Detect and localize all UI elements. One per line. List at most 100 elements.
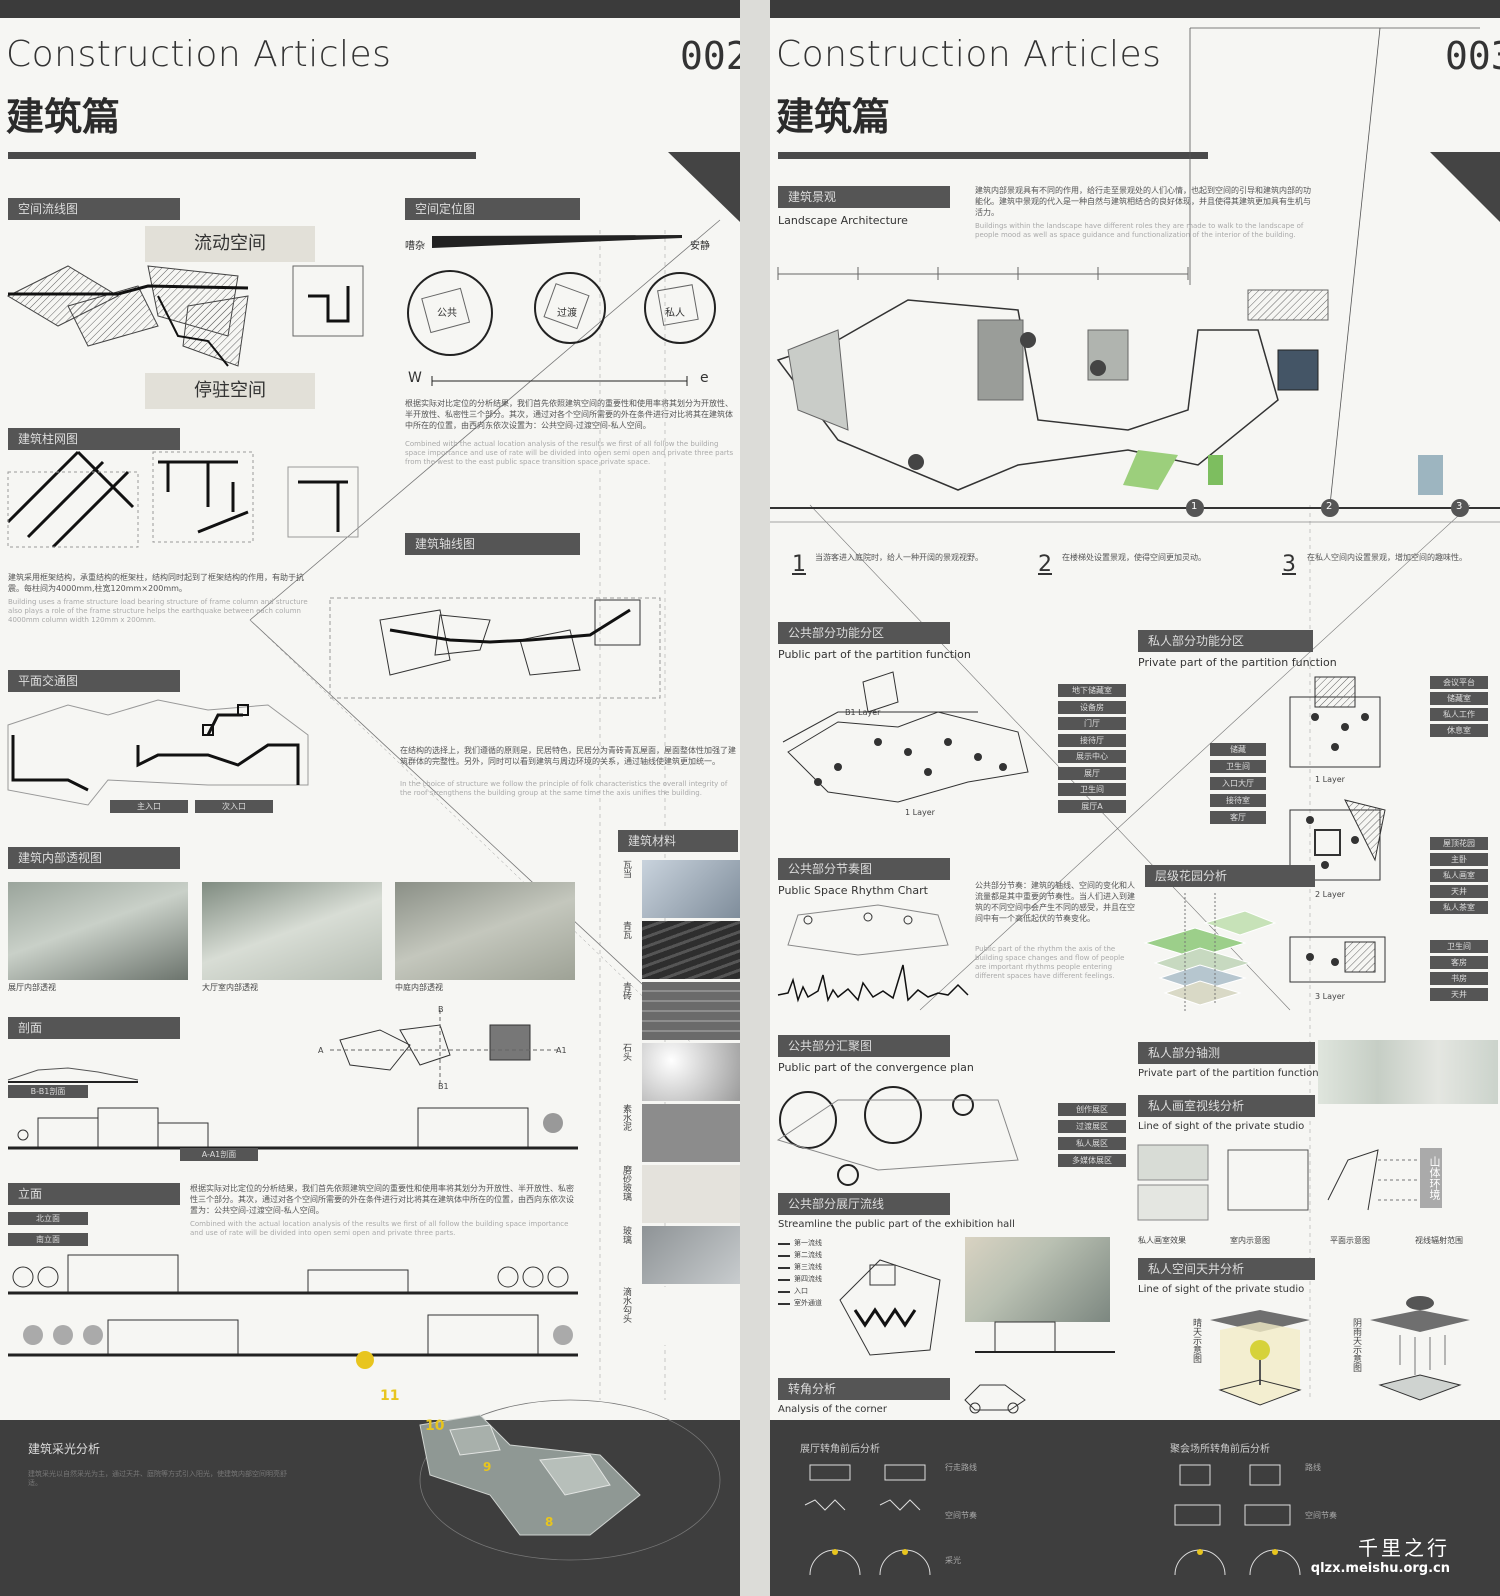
paragraph-column: 建筑采用框架结构，承重结构的框架柱，结构同时起到了框架结构的作用，有助于抗震。每…: [8, 573, 304, 593]
private-tag-l-3: 接待室: [1210, 794, 1266, 807]
sight-caption-2: 平面示意图: [1330, 1236, 1370, 1245]
label-section-a: A: [318, 1046, 324, 1055]
paragraph-landscape-3: 在私人空间内设置景观，增加空间的趣味性。: [1307, 553, 1467, 562]
guide-lines-right: [809, 27, 1480, 1400]
sight-diagrams: [1137, 1144, 1418, 1221]
paragraph-position-en: Combined with the actual location analys…: [405, 440, 734, 466]
paragraph-light: 建筑采光以自然采光为主，通过天井、庭院等方式引入阳光，使建筑内部空间明亮舒适。: [28, 1470, 287, 1487]
page-title-en-right: Construction Articles: [776, 34, 1162, 75]
private-tag-r2-1: 主卧: [1430, 853, 1488, 866]
paragraph-rhythm-en: Public part of the rhythm the axis of th…: [975, 945, 1125, 980]
marker-2: 2: [1326, 501, 1333, 512]
perspective-caption-1: 展厅内部透视: [8, 983, 56, 992]
page-number: 002: [680, 34, 740, 78]
material-label-5: 磨砂玻璃: [621, 1165, 631, 1201]
tag-section-aa1: A-A1剖面: [180, 1148, 258, 1161]
subtitle-sight: Line of sight of the private studio: [1138, 1121, 1305, 1132]
axis-e: e: [700, 370, 709, 386]
public-tag-4: 展示中心: [1058, 750, 1126, 763]
label-private-2-layer: 2 Layer: [1315, 890, 1345, 899]
corner-item-walk: 行走路线: [945, 1463, 977, 1472]
material-label-7: 滴水勾头: [621, 1287, 631, 1323]
corner-item-rhythm-2: 空间节奏: [1305, 1511, 1337, 1520]
material-swatch-5: [642, 1165, 740, 1223]
circle-label-private: 私人: [665, 308, 685, 319]
paragraph-elevation-en: Combined with the actual location analys…: [190, 1220, 569, 1237]
section-label-public-function: 公共部分功能分区: [778, 622, 950, 644]
convergence-diagram: [776, 1086, 1019, 1186]
private-tag-l-0: 储藏: [1210, 743, 1266, 756]
section-label-hall-stream: 公共部分展厅流线: [778, 1193, 950, 1215]
page-number-right: 003: [1445, 34, 1500, 78]
plan-traffic-diagram: [7, 699, 309, 806]
paragraph-rhythm: 公共部分节奏：建筑的轴线、空间的变化和人流量都是其中重要的节奏性。当人们进入到建…: [975, 881, 1135, 923]
public-tag-5: 展厅: [1058, 766, 1126, 780]
private-tag-r2-2: 私人画室: [1430, 869, 1488, 882]
tag-south-elevation: 南立面: [8, 1233, 88, 1246]
subtitle-private-function: Private part of the partition function: [1138, 656, 1337, 669]
private-plan-1: [1289, 676, 1381, 768]
section-label-landscape: 建筑景观: [778, 186, 950, 208]
material-label-4: 素水泥: [621, 1104, 631, 1131]
public-tag-1: 设备房: [1058, 700, 1126, 714]
elevation-north: [8, 1254, 578, 1295]
perspective-caption-3: 中庭内部透视: [395, 983, 443, 992]
section-label-space-position: 空间定位图: [405, 198, 580, 220]
section-label-perspective: 建筑内部透视图: [8, 847, 180, 869]
section-label-private-function: 私人部分功能分区: [1138, 630, 1313, 652]
private-tag-r1-3: 休息室: [1430, 724, 1488, 737]
legend-label-0: 第一流线: [794, 1239, 822, 1247]
corner-item-rhythm: 空间节奏: [945, 1511, 977, 1520]
page-gutter: [740, 0, 770, 1596]
corner-item-light: 采光: [945, 1556, 961, 1565]
private-tag-r2-0: 屋顶花园: [1430, 837, 1488, 850]
private-tag-r3-1: 客房: [1430, 956, 1488, 969]
perspective-caption-2: 大厅室内部透视: [202, 983, 258, 992]
public-tag-7: 展厅A: [1058, 799, 1126, 813]
position-circles: [407, 270, 716, 356]
legend-swatch-1: [778, 1255, 790, 1257]
private-tag-r1-2: 私人工作: [1430, 708, 1488, 721]
tag-main-entry: 主入口: [110, 800, 188, 813]
circle-label-transition: 过渡: [557, 308, 577, 319]
section-label-axis: 建筑轴线图: [405, 533, 580, 555]
label-quiet: 安静: [690, 241, 710, 252]
paragraph-axis-en: In the choice of structure we follow the…: [400, 780, 728, 797]
private-tag-r3-0: 卫生间: [1430, 940, 1488, 953]
material-swatch-4: [642, 1104, 740, 1162]
watermark-url: qlzx.meishu.org.cn: [1310, 1561, 1450, 1576]
column-grid-diagram: [6, 450, 359, 549]
top-bar: [0, 0, 740, 18]
axis-w: W: [408, 370, 422, 386]
material-swatch-0: [642, 860, 740, 918]
hall-stream-plan: [839, 1259, 941, 1356]
perspective-image-1: [8, 882, 188, 980]
corner-analysis-panel: [770, 1420, 1500, 1596]
paragraph-axis: 在结构的选择上，我们遵循的原则是，民居特色，民居分为青砖青瓦屋面，屋面整体性加强…: [400, 746, 736, 766]
section-label-layer-garden: 层级花园分析: [1145, 865, 1315, 887]
section-label-light: 建筑采光分析: [28, 1442, 101, 1456]
top-bar-right: [770, 0, 1500, 18]
private-tag-l-4: 客厅: [1210, 811, 1266, 824]
public-tag-2: 门厅: [1058, 717, 1126, 730]
public-tag-0: 地下储藏室: [1058, 684, 1126, 697]
chip-stay-space: 停驻空间: [145, 373, 315, 409]
convergence-tag-1: 过渡展区: [1058, 1120, 1126, 1133]
subtitle-rhythm: Public Space Rhythm Chart: [778, 884, 928, 897]
landscape-number-3: 3: [1282, 552, 1296, 577]
legend-swatch-0: [778, 1243, 790, 1245]
subtitle-private-axis: Private part of the partition function: [1138, 1068, 1319, 1079]
private-tag-r1-1: 储藏室: [1430, 692, 1488, 705]
material-swatch-3: [642, 1043, 740, 1101]
sight-caption-1: 室内示意图: [1230, 1236, 1270, 1245]
label-1-layer: 1 Layer: [905, 808, 935, 817]
space-flow-diagram: [6, 265, 364, 367]
sun-hour-8: 8: [545, 1515, 554, 1529]
label-section-a1: A1: [556, 1046, 567, 1055]
section-label-column-grid: 建筑柱网图: [8, 428, 180, 450]
convergence-tag-3: 多媒体展区: [1058, 1154, 1126, 1167]
section-label-material: 建筑材料: [618, 830, 738, 852]
paragraph-position: 根据实际对比定位的分析结果，我们首先依照建筑空间的重要性和使用率将其划分为开放性…: [405, 399, 733, 430]
section-label-sight: 私人画室视线分析: [1138, 1095, 1315, 1117]
elevation-south: [8, 1314, 578, 1357]
